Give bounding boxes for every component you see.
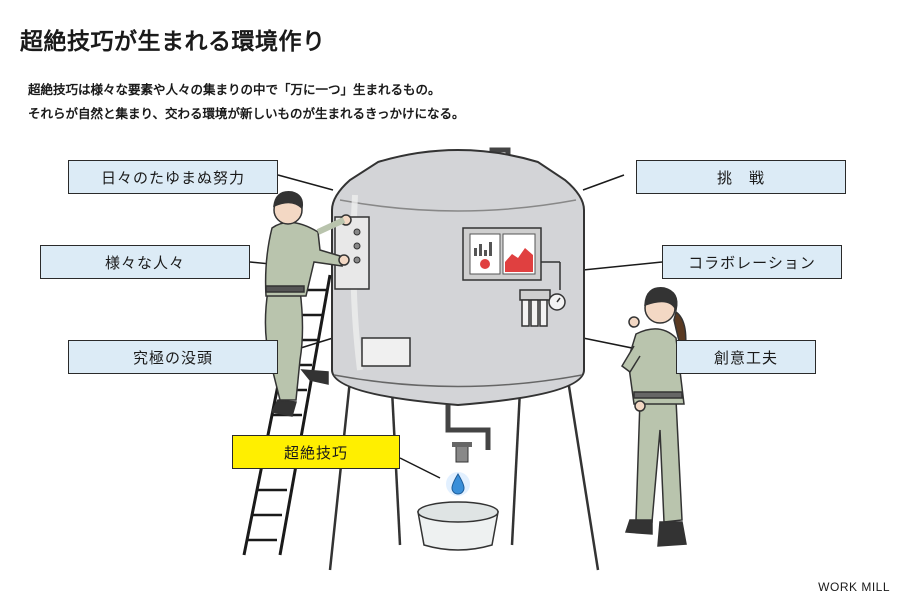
credit-logo: WORK MILL bbox=[818, 580, 890, 594]
outlet-tap bbox=[445, 405, 491, 463]
label-collaboration: コラボレーション bbox=[662, 245, 842, 279]
lead-text: 超絶技巧は様々な要素や人々の集まりの中で「万に一つ」生まれるもの。 それらが自然… bbox=[28, 78, 465, 126]
pointer-effort bbox=[277, 174, 334, 191]
label-super-skill: 超絶技巧 bbox=[232, 435, 400, 469]
droplet bbox=[446, 472, 470, 496]
pointer-collab bbox=[582, 261, 663, 271]
pointer-challenge bbox=[582, 174, 625, 191]
label-challenge: 挑 戦 bbox=[636, 160, 846, 194]
pointer-mastery bbox=[399, 457, 441, 479]
nameplate bbox=[361, 337, 411, 367]
lead-line-1: 超絶技巧は様々な要素や人々の集まりの中で「万に一つ」生まれるもの。 bbox=[28, 82, 441, 97]
label-daily-effort: 日々のたゆまぬ努力 bbox=[68, 160, 278, 194]
page-title: 超絶技巧が生まれる環境作り bbox=[20, 29, 326, 55]
worker-thinking bbox=[621, 287, 687, 547]
label-ultimate-immersion: 究極の没頭 bbox=[68, 340, 278, 374]
monitor bbox=[462, 227, 542, 281]
label-ingenuity: 創意工夫 bbox=[676, 340, 816, 374]
lead-line-2: それらが自然と集まり、交わる環境が新しいものが生まれるきっかけになる。 bbox=[28, 106, 465, 121]
control-box bbox=[334, 216, 370, 290]
gauges bbox=[519, 261, 566, 327]
basin bbox=[417, 501, 499, 551]
label-diverse-people: 様々な人々 bbox=[40, 245, 250, 279]
